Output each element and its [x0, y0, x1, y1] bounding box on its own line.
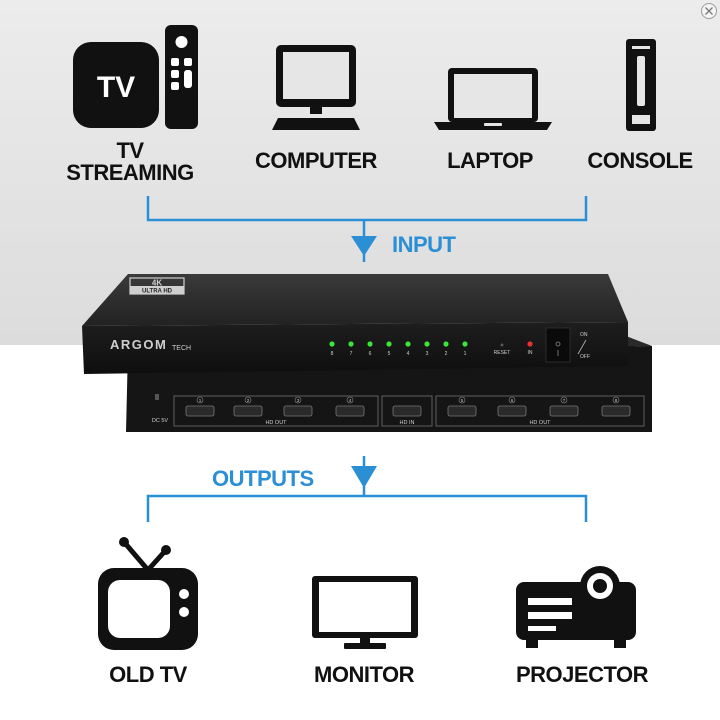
led-indicators: 8 7 6 5 4 3 2 1: [329, 341, 468, 357]
hdmi-out-port-2-number-circle: [244, 396, 252, 404]
hdmi-out-port-7-number-circle: [560, 396, 568, 404]
output-arrow-icon: [351, 466, 377, 488]
brand-suffix: TECH: [172, 345, 191, 352]
hdmi-out-port-6-number: 6: [511, 398, 514, 403]
input-flow-label: INPUT: [392, 232, 456, 257]
hdmi-in-port: [392, 405, 422, 417]
label-old-tv: OLD TV: [109, 662, 187, 687]
hdmi-out-port-4: [335, 405, 365, 417]
hdmi-out-port-1-number: 1: [199, 398, 202, 403]
led-number-5: 5: [388, 351, 391, 357]
led-8: [329, 341, 335, 347]
close-icon[interactable]: [700, 2, 718, 20]
hdmi-splitter-device: 4K ULTRA HD ARGOM TECH 8 7 6 5 4 3 2 1 RESET IN…: [82, 274, 652, 432]
hd-in-label: HD IN: [400, 420, 415, 426]
led-number-7: 7: [350, 351, 353, 357]
led-number-2: 2: [445, 351, 448, 357]
4k-badge: [129, 277, 185, 295]
led-2: [443, 341, 449, 347]
game-console-icon: [626, 39, 656, 131]
hdmi-out-port-2-number: 2: [247, 398, 250, 403]
power-led: [527, 341, 533, 347]
reset-label: RESET: [494, 350, 511, 356]
label-tv-streaming-line2: STREAMING: [66, 160, 194, 185]
led-number-6: 6: [369, 351, 372, 357]
hdmi-out-port-3-number-circle: [294, 396, 302, 404]
monitor-icon: [312, 576, 418, 649]
outputs-flow-label: OUTPUTS: [212, 466, 314, 491]
label-computer: COMPUTER: [255, 148, 377, 173]
projector-icon: [516, 566, 636, 648]
hdmi-out-port-4-number: 4: [349, 398, 352, 403]
led-6: [367, 341, 373, 347]
in-label: IN: [528, 350, 533, 356]
label-tv-streaming-line1: TV: [116, 138, 144, 163]
label-projector: PROJECTOR: [515, 662, 649, 687]
switch-on-label: ON: [580, 332, 588, 338]
laptop-icon: [434, 68, 552, 130]
hdmi-out-port-1-number-circle: [196, 396, 204, 404]
hdmi-out-port-2: [233, 405, 263, 417]
badge-bottom-text: ULTRA HD: [142, 289, 173, 295]
tv-box-text: TV: [97, 71, 135, 104]
led-number-1: 1: [464, 351, 467, 357]
old-tv-icon: [98, 537, 198, 650]
switch-off-label: OFF: [580, 354, 590, 360]
led-number-3: 3: [426, 351, 429, 357]
led-1: [462, 341, 468, 347]
hdmi-out-port-8-number-circle: [612, 396, 620, 404]
hd-out-label-right: HD OUT: [529, 420, 551, 426]
hdmi-out-port-7: [549, 405, 579, 417]
label-monitor: MONITOR: [314, 662, 414, 687]
tv-box-remote-icon: TV: [73, 25, 198, 129]
led-3: [424, 341, 430, 347]
hdmi-out-port-1: [185, 405, 215, 417]
input-bracket: [146, 196, 588, 262]
hdmi-out-port-3: [283, 405, 313, 417]
input-arrow-icon: [351, 236, 377, 256]
badge-top-text: 4K: [152, 279, 162, 288]
led-5: [386, 341, 392, 347]
dc-label: DC 5V: [152, 418, 169, 424]
label-console: CONSOLE: [587, 148, 693, 173]
hdmi-out-port-7-number: 7: [563, 398, 566, 403]
hdmi-out-port-6: [497, 405, 527, 417]
brand-name: ARGOM: [110, 337, 167, 352]
hdmi-out-port-8: [601, 405, 631, 417]
hdmi-out-port-5-number-circle: [458, 396, 466, 404]
desktop-computer-icon: [272, 45, 360, 130]
label-tv-streaming: TV STREAMING: [58, 140, 202, 184]
led-4: [405, 341, 411, 347]
led-7: [348, 341, 354, 347]
led-number-4: 4: [407, 351, 410, 357]
hdmi-out-port-5-number: 5: [461, 398, 464, 403]
hdmi-out-port-6-number-circle: [508, 396, 516, 404]
output-bracket: [146, 456, 588, 522]
label-laptop: LAPTOP: [447, 148, 533, 173]
hdmi-out-port-8-number: 8: [615, 398, 618, 403]
hdmi-out-port-5: [447, 405, 477, 417]
hdmi-ports: 1 2 3 4 5 6 7 8: [185, 396, 631, 417]
led-number-8: 8: [331, 351, 334, 357]
hdmi-out-port-4-number-circle: [346, 396, 354, 404]
hdmi-out-port-3-number: 3: [297, 398, 300, 403]
hd-out-label-left: HD OUT: [265, 420, 287, 426]
